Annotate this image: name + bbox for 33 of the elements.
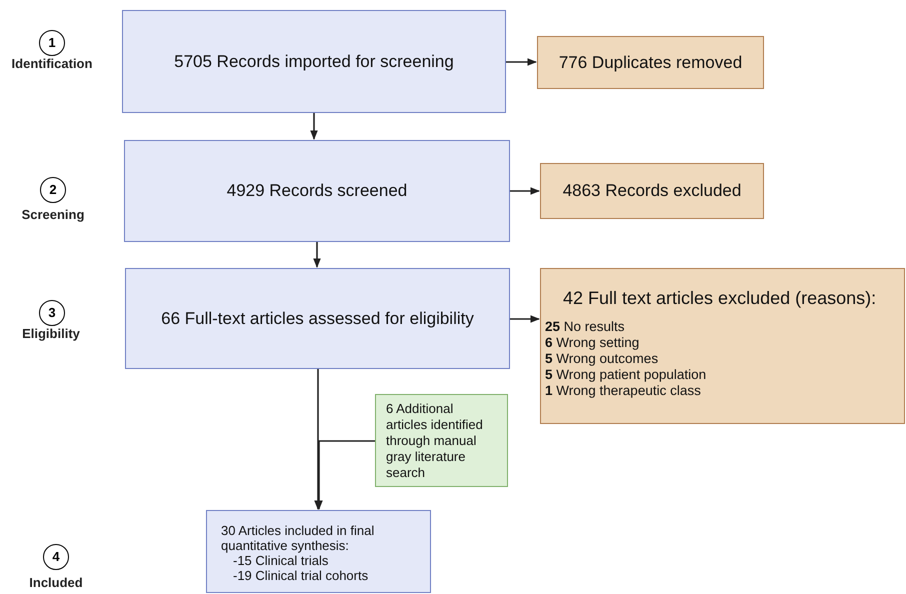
arrow: [506, 58, 537, 66]
exclusion-box: [540, 163, 764, 219]
arrow: [510, 315, 540, 323]
included-box: [206, 510, 431, 593]
arrow: [310, 113, 318, 140]
reason-item: 25 No results: [545, 319, 626, 335]
process-box: [122, 10, 506, 113]
arrow: [313, 242, 321, 268]
stage-label: Included: [28, 574, 84, 592]
stage-label: Eligibility: [21, 325, 81, 343]
box-heading: 42 Full text articles excluded (reasons):: [563, 287, 878, 309]
process-box: [125, 268, 510, 369]
process-box: [124, 140, 510, 242]
reason-item: 5 Wrong outcomes: [545, 351, 660, 367]
box-text: 4863 Records excluded: [562, 180, 742, 202]
arrow: [314, 369, 322, 510]
box-heading: 30 Articles included in final quantitative synthesis:: [221, 523, 376, 553]
box-text: 66 Full-text articles assessed for eligibility: [161, 308, 474, 330]
reason-item: 5 Wrong patient population: [545, 367, 708, 383]
additional-source-box: [375, 394, 508, 487]
box-text: 6 Additional articles identified through manual gray literature search: [386, 401, 483, 480]
included-item: -15 Clinical trials: [232, 553, 330, 568]
reason-item: 6 Wrong setting: [545, 335, 640, 351]
stage-label: Identification: [10, 55, 94, 73]
box-text: 4929 Records screened: [226, 180, 408, 202]
box-text: 5705 Records imported for screening: [174, 50, 454, 73]
arrow: [510, 187, 540, 195]
exclusion-box: [540, 268, 905, 424]
reason-item: 1 Wrong therapeutic class: [545, 383, 702, 399]
included-item: -19 Clinical trial cohorts: [232, 568, 370, 583]
box-text: 776 Duplicates removed: [558, 52, 742, 74]
stage-label: Screening: [20, 206, 86, 224]
exclusion-box: [537, 36, 764, 89]
